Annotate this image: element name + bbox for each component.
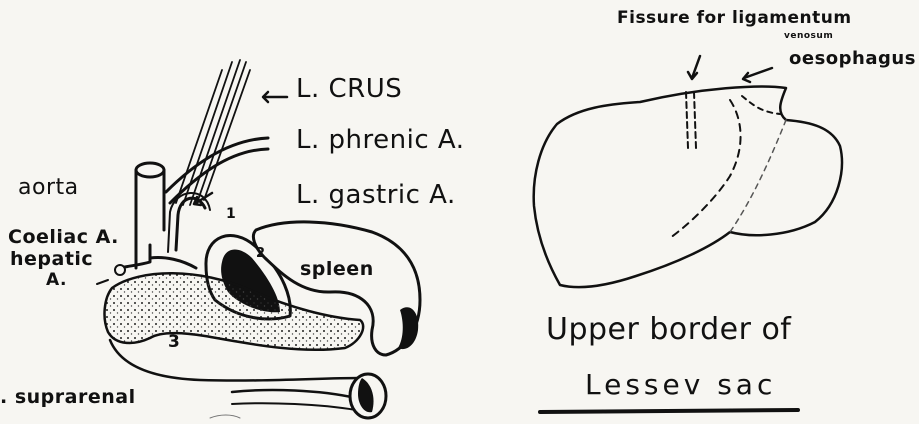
label-number-3: 3 — [168, 332, 180, 352]
caption-line-1: Upper border of — [546, 312, 791, 347]
left-crus-fibres — [176, 60, 250, 205]
label-left-gastric-artery: L. gastric A. — [296, 180, 456, 210]
label-spleen: spleen — [300, 258, 374, 280]
hepatic-branch — [150, 257, 196, 268]
liver-diagram — [534, 56, 842, 412]
stomach-bed-diagram — [97, 60, 420, 418]
label-coeliac-artery: Coeliac A. — [8, 226, 119, 248]
label-left-crus: L. CRUS — [296, 74, 402, 104]
label-fissure-ligamentum: Fissure for ligamentum — [617, 8, 852, 28]
label-hepatic: hepatic — [10, 248, 93, 270]
label-oesophagus: oesophagus — [789, 48, 916, 69]
label-left-phrenic-artery: L. phrenic A. — [296, 125, 464, 155]
caption-line-2: Lessev sac — [585, 368, 776, 401]
lesser-sac-border — [670, 100, 741, 238]
fissure-ligamentum — [686, 92, 688, 148]
label-number-1: 1 — [226, 206, 236, 222]
label-number-2: 2 — [256, 246, 266, 261]
label-venosum: venosum — [784, 31, 833, 41]
label-hepatic-abbr: A. — [46, 270, 67, 290]
label-aorta: aorta — [18, 175, 79, 200]
label-suprarenal: . suprarenal — [0, 386, 136, 408]
caption-underline — [540, 410, 798, 412]
